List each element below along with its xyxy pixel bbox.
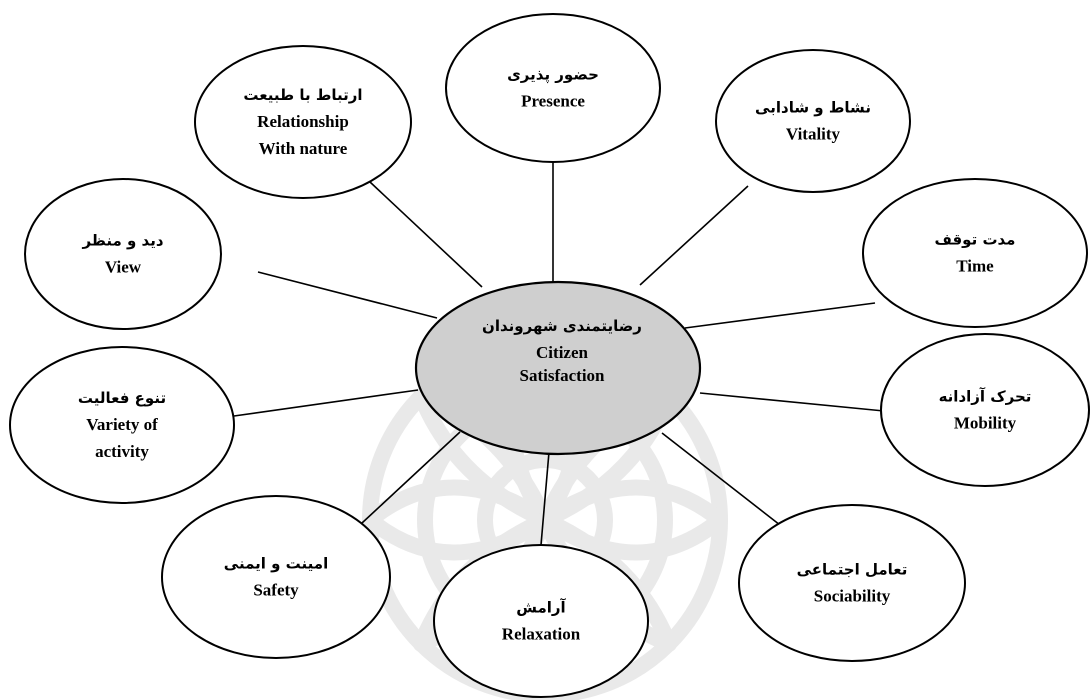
node-vitality: نشاط و شادابی Vitality (715, 49, 911, 193)
outer-nodes: حضور پذیری Presence نشاط و شادابی Vitality م… (9, 13, 1090, 698)
node-label-en-nature-line2: With nature (259, 139, 348, 158)
center-label-fa: رضایتمندی شهروندان (482, 317, 642, 335)
node-ellipse-sociability (738, 504, 966, 662)
node-label-en-vitality: Vitality (786, 125, 841, 144)
node-ellipse-vitality (715, 49, 911, 193)
node-label-en-mobility: Mobility (954, 414, 1017, 433)
node-label-fa-safety: امینت و ایمنی (224, 555, 328, 573)
node-mobility: تحرک آزادانه Mobility (880, 333, 1090, 487)
connector-view (257, 271, 438, 319)
node-label-en-variety-line1: Variety of (86, 415, 158, 434)
node-presence: حضور پذیری Presence (445, 13, 661, 163)
connector-mobility (699, 392, 885, 412)
node-time: مدت توقف Time (862, 178, 1088, 328)
node-ellipse-presence (445, 13, 661, 163)
node-ellipse-relaxation (433, 544, 649, 698)
center-label-en-line1: Citizen (536, 343, 588, 362)
node-relaxation: آرامش Relaxation (433, 544, 649, 698)
node-label-en-variety-line2: activity (95, 442, 149, 461)
node-ellipse-time (862, 178, 1088, 328)
connector-nature (369, 181, 483, 288)
node-label-fa-variety: تنوع فعالیت (78, 389, 166, 407)
center-node-citizen-satisfaction: رضایتمندی شهروندان Citizen Satisfaction (414, 280, 702, 456)
node-safety: امینت و ایمنی Safety (161, 495, 391, 659)
node-label-fa-relaxation: آرامش (516, 599, 566, 617)
node-label-en-presence: Presence (521, 92, 585, 111)
node-label-en-sociability: Sociability (814, 587, 891, 606)
connector-relaxation (540, 451, 550, 546)
node-label-en-view: View (105, 258, 142, 277)
node-label-en-safety: Safety (253, 581, 299, 600)
connector-sociability (661, 432, 781, 526)
node-sociability: تعامل اجتماعی Sociability (738, 504, 966, 662)
node-label-fa-time: مدت توقف (935, 231, 1016, 249)
connector-variety (233, 389, 419, 417)
connector-time (684, 302, 876, 329)
node-label-en-time: Time (956, 257, 994, 276)
connector-safety (361, 431, 461, 524)
center-label-en-line2: Satisfaction (520, 366, 606, 385)
node-ellipse-mobility (880, 333, 1090, 487)
node-view: دید و منظر View (24, 178, 222, 330)
node-label-en-relaxation: Relaxation (502, 625, 581, 644)
node-ellipse-view (24, 178, 222, 330)
node-label-fa-presence: حضور پذیری (507, 66, 599, 85)
connector-vitality (639, 185, 749, 286)
node-variety: تنوع فعالیت Variety of activity (9, 346, 235, 504)
connectors (233, 162, 885, 546)
node-ellipse-safety (161, 495, 391, 659)
node-label-fa-view: دید و منظر (81, 232, 163, 250)
node-label-en-nature-line1: Relationship (257, 112, 349, 131)
node-label-fa-mobility: تحرک آزادانه (939, 388, 1032, 406)
node-label-fa-nature: ارتباط با طبیعت (243, 86, 362, 104)
node-label-fa-sociability: تعامل اجتماعی (797, 561, 908, 579)
node-ellipse-nature (194, 45, 412, 199)
node-ellipse-variety (9, 346, 235, 504)
node-label-fa-vitality: نشاط و شادابی (755, 99, 871, 117)
